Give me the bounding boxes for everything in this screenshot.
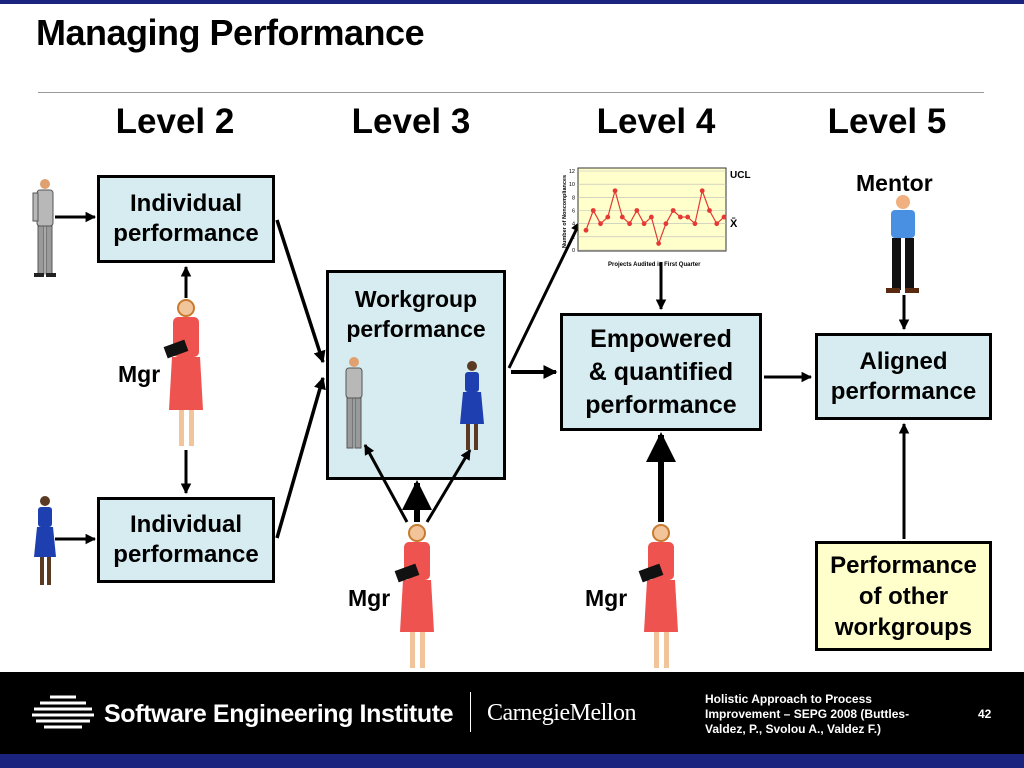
chart-point (656, 241, 662, 246)
empowered-performance-box: Empowered & quantified performance (560, 313, 762, 431)
person-icon-gray-man (32, 179, 56, 277)
footer-citation: Holistic Approach to Process Improvement… (705, 692, 910, 736)
chart-point (634, 208, 640, 213)
sei-org-name: Software Engineering Institute (104, 700, 454, 728)
level-3-heading: Level 3 (351, 102, 471, 141)
chart-y-tick-label: 10 (569, 182, 575, 188)
chart-point (619, 214, 625, 220)
chart-point (721, 214, 727, 220)
workgroup-woman-icon (460, 361, 484, 450)
chart-point (670, 208, 676, 213)
sei-logo-icon (32, 695, 94, 729)
chart-point (663, 221, 669, 227)
chart-point (707, 208, 712, 213)
chart-point (648, 214, 654, 220)
footer-bar (0, 672, 1024, 754)
workgroup-performance-label: Workgroup performance (346, 286, 486, 342)
page-number: 42 (978, 707, 992, 721)
diagram-graphics: 0 2 4 6 8 10 12 UCL X̄ Projects Audited in Fir… (32, 167, 919, 668)
mgr-label-level2: Mgr (118, 361, 161, 387)
arrow-individual-top-to-workgroup (275, 219, 326, 364)
workgroup-man-icon (345, 357, 363, 449)
chart-point (685, 214, 691, 220)
connector-arrows (55, 211, 910, 545)
chart-point (598, 221, 603, 227)
chart-ucl-label: UCL (730, 170, 751, 181)
mentor-icon (886, 195, 919, 293)
chart-point (605, 214, 611, 220)
mentor-label: Mentor (856, 170, 933, 196)
mgr-label-level4: Mgr (585, 585, 628, 611)
other-workgroups-box: Performance of other workgroups (815, 541, 992, 651)
chart-point (714, 221, 720, 227)
chart-point (627, 221, 632, 227)
aligned-performance-box: Aligned performance (815, 333, 992, 420)
chart-series-line (585, 188, 725, 246)
level-2-heading: Level 2 (115, 102, 235, 141)
chart-y-tick-label: 6 (572, 209, 575, 215)
level-5-heading: Level 5 (827, 102, 947, 141)
chart-y-tick-label: 8 (572, 195, 575, 201)
chart-points (583, 188, 727, 246)
chart-point (678, 214, 683, 220)
individual-performance-box-bottom: Individual performance (97, 497, 275, 583)
chart-y-tick-label: 4 (572, 222, 575, 228)
arrow-mgr-to-workgroup-right (425, 449, 472, 523)
top-accent-bar (0, 0, 1024, 4)
individual-performance-box-top: Individual performance (97, 175, 275, 263)
manager-icon-level3 (394, 524, 434, 668)
arrow-individual-bottom-to-workgroup (275, 376, 326, 539)
chart-x-label: Projects Audited in First Quarter (608, 262, 701, 268)
control-chart: 0 2 4 6 8 10 12 UCL X̄ Projects Audited in Fir… (562, 167, 751, 268)
manager-icon-level2 (163, 299, 203, 446)
chart-mean-label: X̄ (730, 218, 738, 230)
bottom-accent-bar (0, 754, 1024, 768)
person-icon-blue-woman (34, 496, 56, 585)
chart-point (612, 188, 618, 194)
chart-point (583, 227, 589, 233)
chart-gridlines (578, 170, 726, 251)
chart-point (699, 188, 705, 194)
title-divider (38, 92, 984, 93)
chart-point (590, 208, 596, 213)
chart-point (692, 221, 698, 227)
manager-icon-level4 (638, 524, 678, 668)
chart-y-tick-label: 12 (569, 169, 575, 175)
chart-point (641, 221, 647, 227)
chart-y-tick-label: 0 (572, 248, 575, 254)
arrow-mgr-to-workgroup-left (363, 444, 409, 523)
level-4-heading: Level 4 (596, 102, 716, 141)
cmu-wordmark: CarnegieMellon (487, 700, 636, 726)
chart-y-tick-label: 2 (572, 235, 575, 241)
chart-y-label: Number of Noncompliances (562, 175, 568, 248)
footer-divider (470, 692, 471, 732)
arrow-workgroup-to-chart (507, 221, 582, 369)
mgr-label-level3: Mgr (348, 585, 391, 611)
chart-y-ticks: 0 2 4 6 8 10 12 (569, 169, 575, 254)
slide-title: Managing Performance (36, 12, 425, 53)
